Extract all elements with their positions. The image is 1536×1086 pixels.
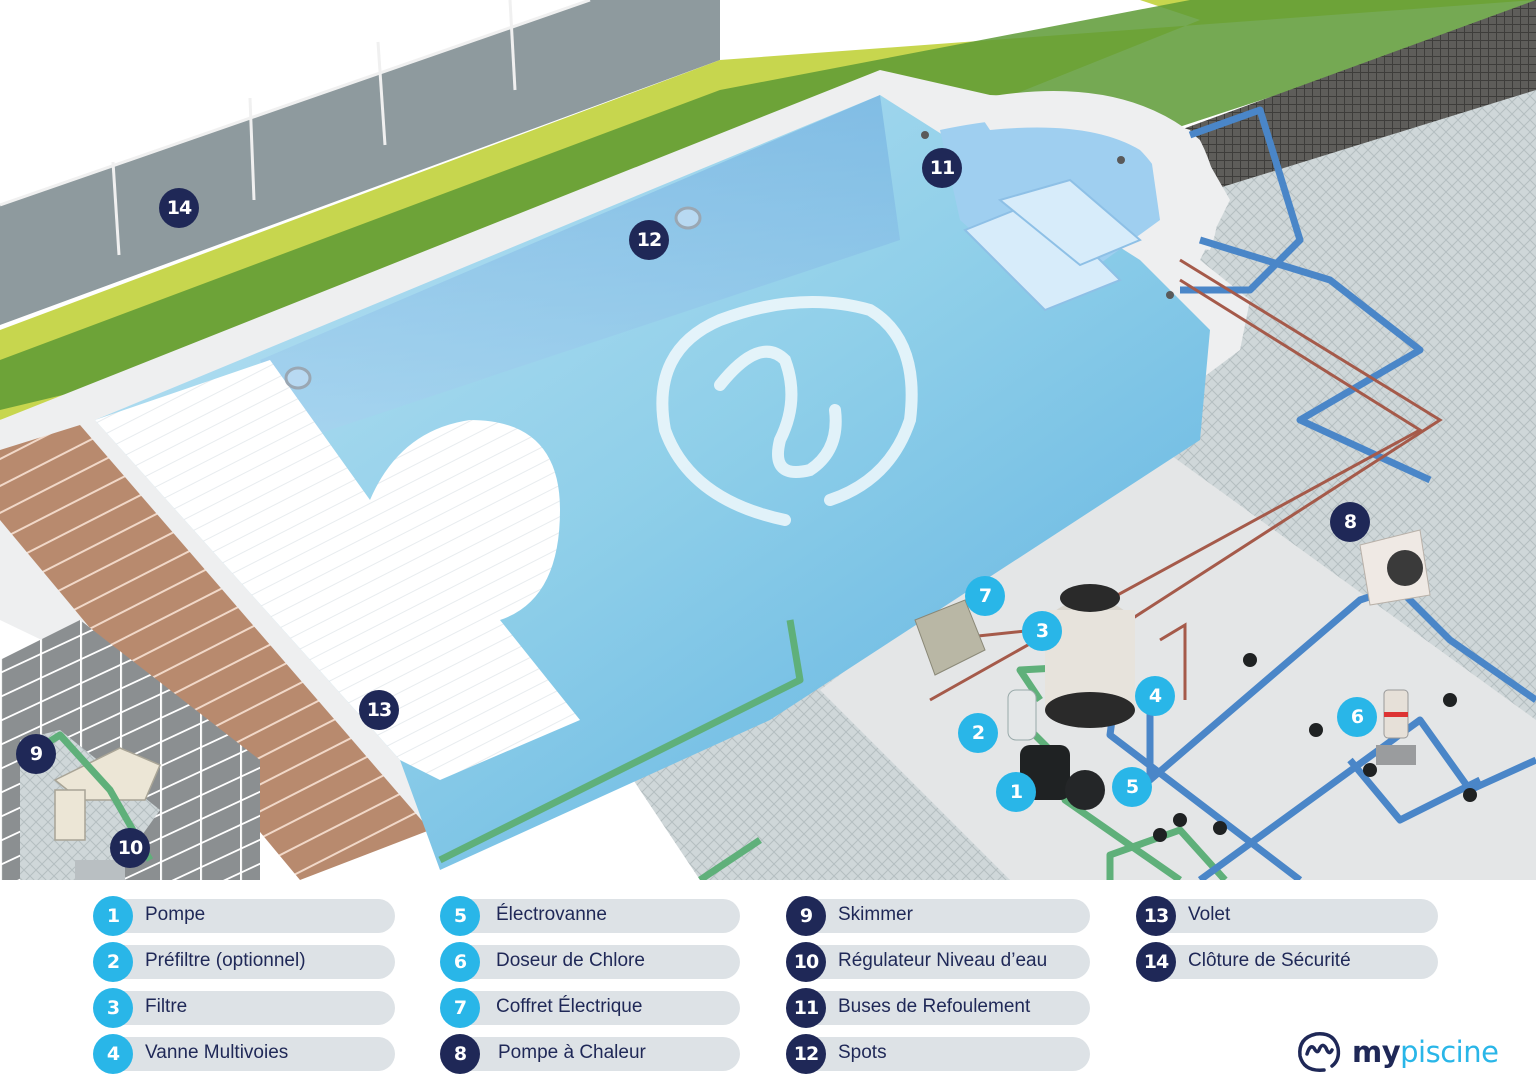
callout-11: 11: [922, 148, 962, 188]
legend-badge: 3: [93, 988, 133, 1028]
legend-pill: [107, 1037, 395, 1071]
legend-pill: [800, 945, 1090, 979]
legend-pill: [800, 899, 1090, 933]
legend-badge: 14: [1136, 942, 1176, 982]
legend-badge: 5: [440, 896, 480, 936]
callout-4: 4: [1135, 676, 1175, 716]
legend-label: Doseur de Chlore: [496, 950, 645, 971]
logo-wordmark: mypiscine: [1352, 1035, 1499, 1069]
security-fence: [0, 0, 720, 325]
legend-badge: 6: [440, 942, 480, 982]
callout-14: 14: [159, 188, 199, 228]
legend-label: Pompe: [145, 904, 206, 925]
logo-piscine: piscine: [1400, 1035, 1499, 1069]
legend-pill: [454, 991, 740, 1025]
legend-label: Volet: [1188, 904, 1231, 925]
legend-badge: 12: [786, 1034, 826, 1074]
legend-label: Skimmer: [838, 904, 913, 925]
legend-badge: 4: [93, 1034, 133, 1074]
legend-pill: [800, 991, 1090, 1025]
callout-13: 13: [359, 690, 399, 730]
legend: 1 Pompe 2 Préfiltre (optionnel) 3 Filtre…: [0, 880, 1536, 1086]
legend-label: Spots: [838, 1042, 887, 1063]
legend-label: Régulateur Niveau d’eau: [838, 950, 1048, 971]
callout-8: 8: [1330, 502, 1370, 542]
legend-label: Pompe à Chaleur: [498, 1042, 646, 1063]
legend-badge: 2: [93, 942, 133, 982]
callout-3: 3: [1022, 611, 1062, 651]
callout-7: 7: [965, 576, 1005, 616]
legend-label: Clôture de Sécurité: [1188, 950, 1351, 971]
callout-9: 9: [16, 734, 56, 774]
callout-6: 6: [1337, 697, 1377, 737]
legend-badge: 7: [440, 988, 480, 1028]
pool-cover: [95, 360, 580, 780]
callout-2: 2: [958, 713, 998, 753]
legend-label: Vanne Multivoies: [145, 1042, 289, 1063]
logo-my: my: [1352, 1035, 1401, 1069]
legend-label: Filtre: [145, 996, 188, 1017]
legend-pill: [107, 945, 395, 979]
legend-pill: [1150, 899, 1438, 933]
legend-pill: [454, 899, 740, 933]
mypiscine-logo: mypiscine: [1296, 1030, 1499, 1074]
legend-pill: [454, 1037, 740, 1071]
legend-badge: 11: [786, 988, 826, 1028]
callout-5: 5: [1112, 767, 1152, 807]
legend-label: Buses de Refoulement: [838, 996, 1031, 1017]
legend-badge: 10: [786, 942, 826, 982]
legend-badge: 1: [93, 896, 133, 936]
legend-pill: [107, 991, 395, 1025]
legend-badge: 8: [440, 1034, 480, 1074]
callout-1: 1: [996, 772, 1036, 812]
pool-scene-svg: [0, 0, 1536, 880]
legend-label: Électrovanne: [496, 904, 607, 925]
wave-logo-icon: [1298, 1032, 1341, 1072]
legend-pill: [454, 945, 740, 979]
legend-pill: [1150, 945, 1438, 979]
legend-badge: 13: [1136, 896, 1176, 936]
legend-label: Préfiltre (optionnel): [145, 950, 306, 971]
legend-label: Coffret Électrique: [496, 996, 643, 1017]
legend-badge: 9: [786, 896, 826, 936]
callout-10: 10: [110, 828, 150, 868]
callout-12: 12: [629, 220, 669, 260]
legend-pill: [800, 1037, 1090, 1071]
legend-pill: [107, 899, 395, 933]
